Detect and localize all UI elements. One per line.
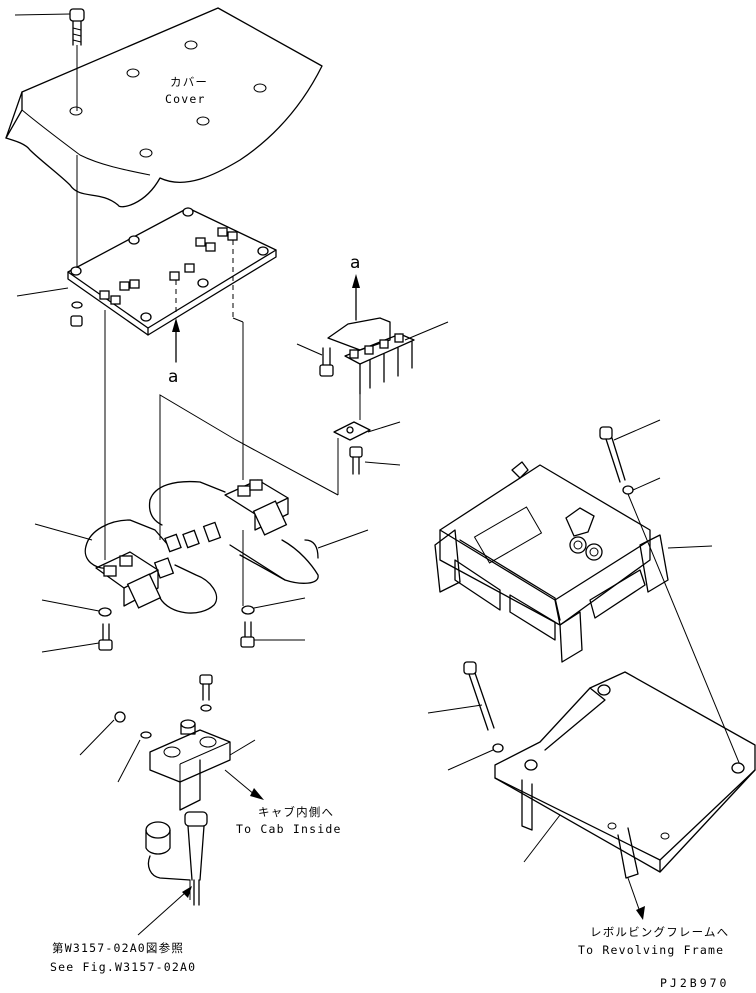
see-fig-label-en: See Fig.W3157-02A0 — [50, 960, 197, 974]
relay-bracket-top — [296, 274, 449, 495]
plate-bolt — [427, 661, 504, 771]
cover-label-en: Cover — [165, 92, 206, 106]
ref-label-a-top: a — [350, 253, 361, 273]
controller-bolt-top — [599, 419, 741, 766]
fuse-board — [16, 155, 277, 336]
mounting-plate — [494, 671, 756, 920]
cover-bolt — [14, 8, 85, 111]
ref-arrow-left — [172, 280, 180, 363]
ref-label-a-left: a — [168, 367, 179, 387]
cover-plate — [5, 7, 323, 208]
drawing-code: PJ2B970 — [660, 976, 730, 990]
connector-bracket — [79, 674, 264, 936]
controller-unit — [434, 461, 713, 663]
wiring-harness — [34, 479, 369, 614]
cab-label-en: To Cab Inside — [236, 822, 342, 836]
frame-label-jp: レボルビングフレームへ — [590, 925, 730, 939]
frame-label-en: To Revolving Frame — [578, 943, 725, 957]
cab-label-jp: キャブ内側へ — [258, 805, 335, 819]
cover-label-jp: カバー — [170, 75, 209, 89]
see-fig-label-jp: 第W3157-02A0図参照 — [52, 941, 185, 955]
lower-left-fasteners — [41, 530, 306, 653]
